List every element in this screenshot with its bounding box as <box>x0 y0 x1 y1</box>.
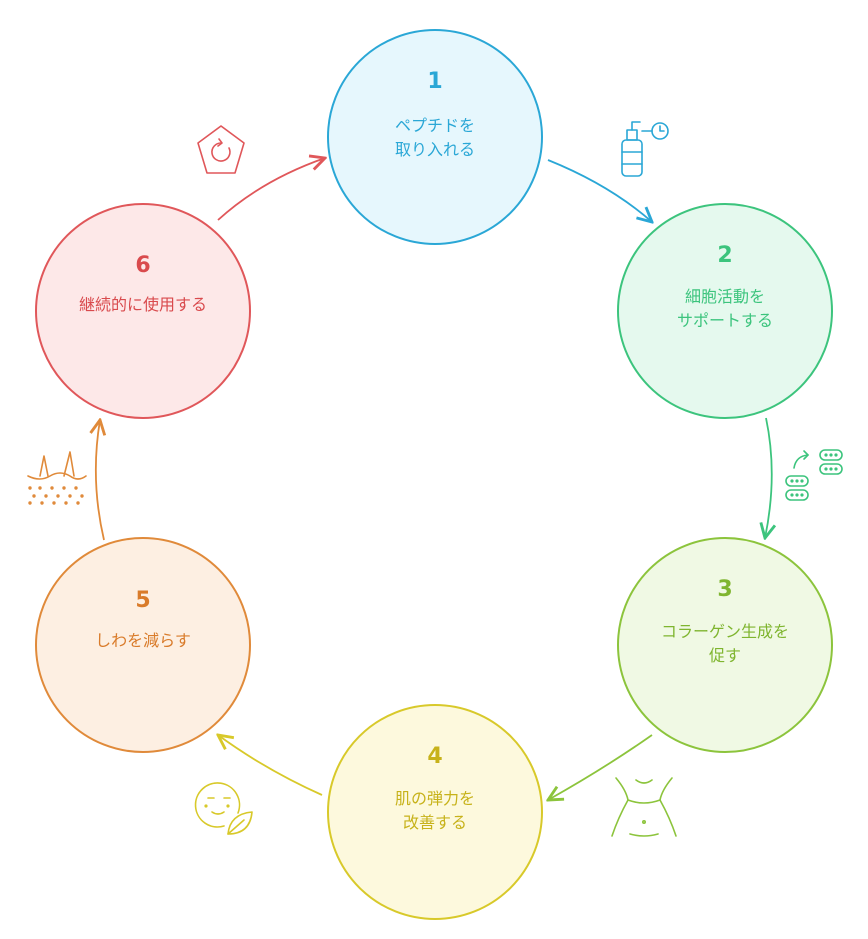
step-5-line-1: しわを減らす <box>95 631 191 650</box>
serum-bottle-clock-icon <box>621 121 669 177</box>
step-3-line-1: コラーゲン生成を <box>661 622 789 641</box>
face-leaf-icon <box>194 782 253 835</box>
step-2-number: 2 <box>717 243 732 268</box>
step-1-line-2: 取り入れる <box>395 140 475 159</box>
step-4: 4 肌の弾力を 改善する <box>327 704 543 920</box>
step-1-line-1: ペプチドを <box>395 116 475 135</box>
step-2: 2 細胞活動を サポートする <box>617 203 833 419</box>
step-3-line-2: 促す <box>709 646 741 665</box>
step-6-number: 6 <box>135 253 150 278</box>
arrow-2-to-3 <box>765 417 772 538</box>
step-5-number: 5 <box>135 588 150 613</box>
arrow-5-to-6 <box>96 420 104 541</box>
step-6: 6 継続的に使用する <box>35 203 251 419</box>
arrow-1-to-2 <box>547 159 652 222</box>
step-1: 1 ペプチドを 取り入れる <box>327 29 543 245</box>
step-3-number: 3 <box>717 577 732 602</box>
step-1-number: 1 <box>427 69 442 94</box>
waist-body-icon <box>611 777 677 837</box>
step-4-circle <box>327 704 543 920</box>
step-4-number: 4 <box>427 744 442 769</box>
step-5: 5 しわを減らす <box>35 537 251 753</box>
step-2-line-1: 細胞活動を <box>685 287 765 306</box>
repeat-pentagon-icon <box>197 125 245 174</box>
step-6-circle <box>35 203 251 419</box>
step-6-line-1: 継続的に使用する <box>79 295 207 314</box>
step-3-circle <box>617 537 833 753</box>
arrow-6-to-1 <box>217 158 325 221</box>
step-2-circle <box>617 203 833 419</box>
arrow-3-to-4 <box>548 734 653 800</box>
step-4-line-2: 改善する <box>403 813 467 832</box>
skin-hair-icon <box>27 451 87 505</box>
step-2-line-2: サポートする <box>677 311 773 330</box>
step-5-circle <box>35 537 251 753</box>
arrow-4-to-5 <box>218 735 323 796</box>
step-3: 3 コラーゲン生成を 促す <box>617 537 833 753</box>
cells-exchange-icon <box>785 449 843 501</box>
step-4-line-1: 肌の弾力を <box>395 789 475 808</box>
step-1-circle <box>327 29 543 245</box>
